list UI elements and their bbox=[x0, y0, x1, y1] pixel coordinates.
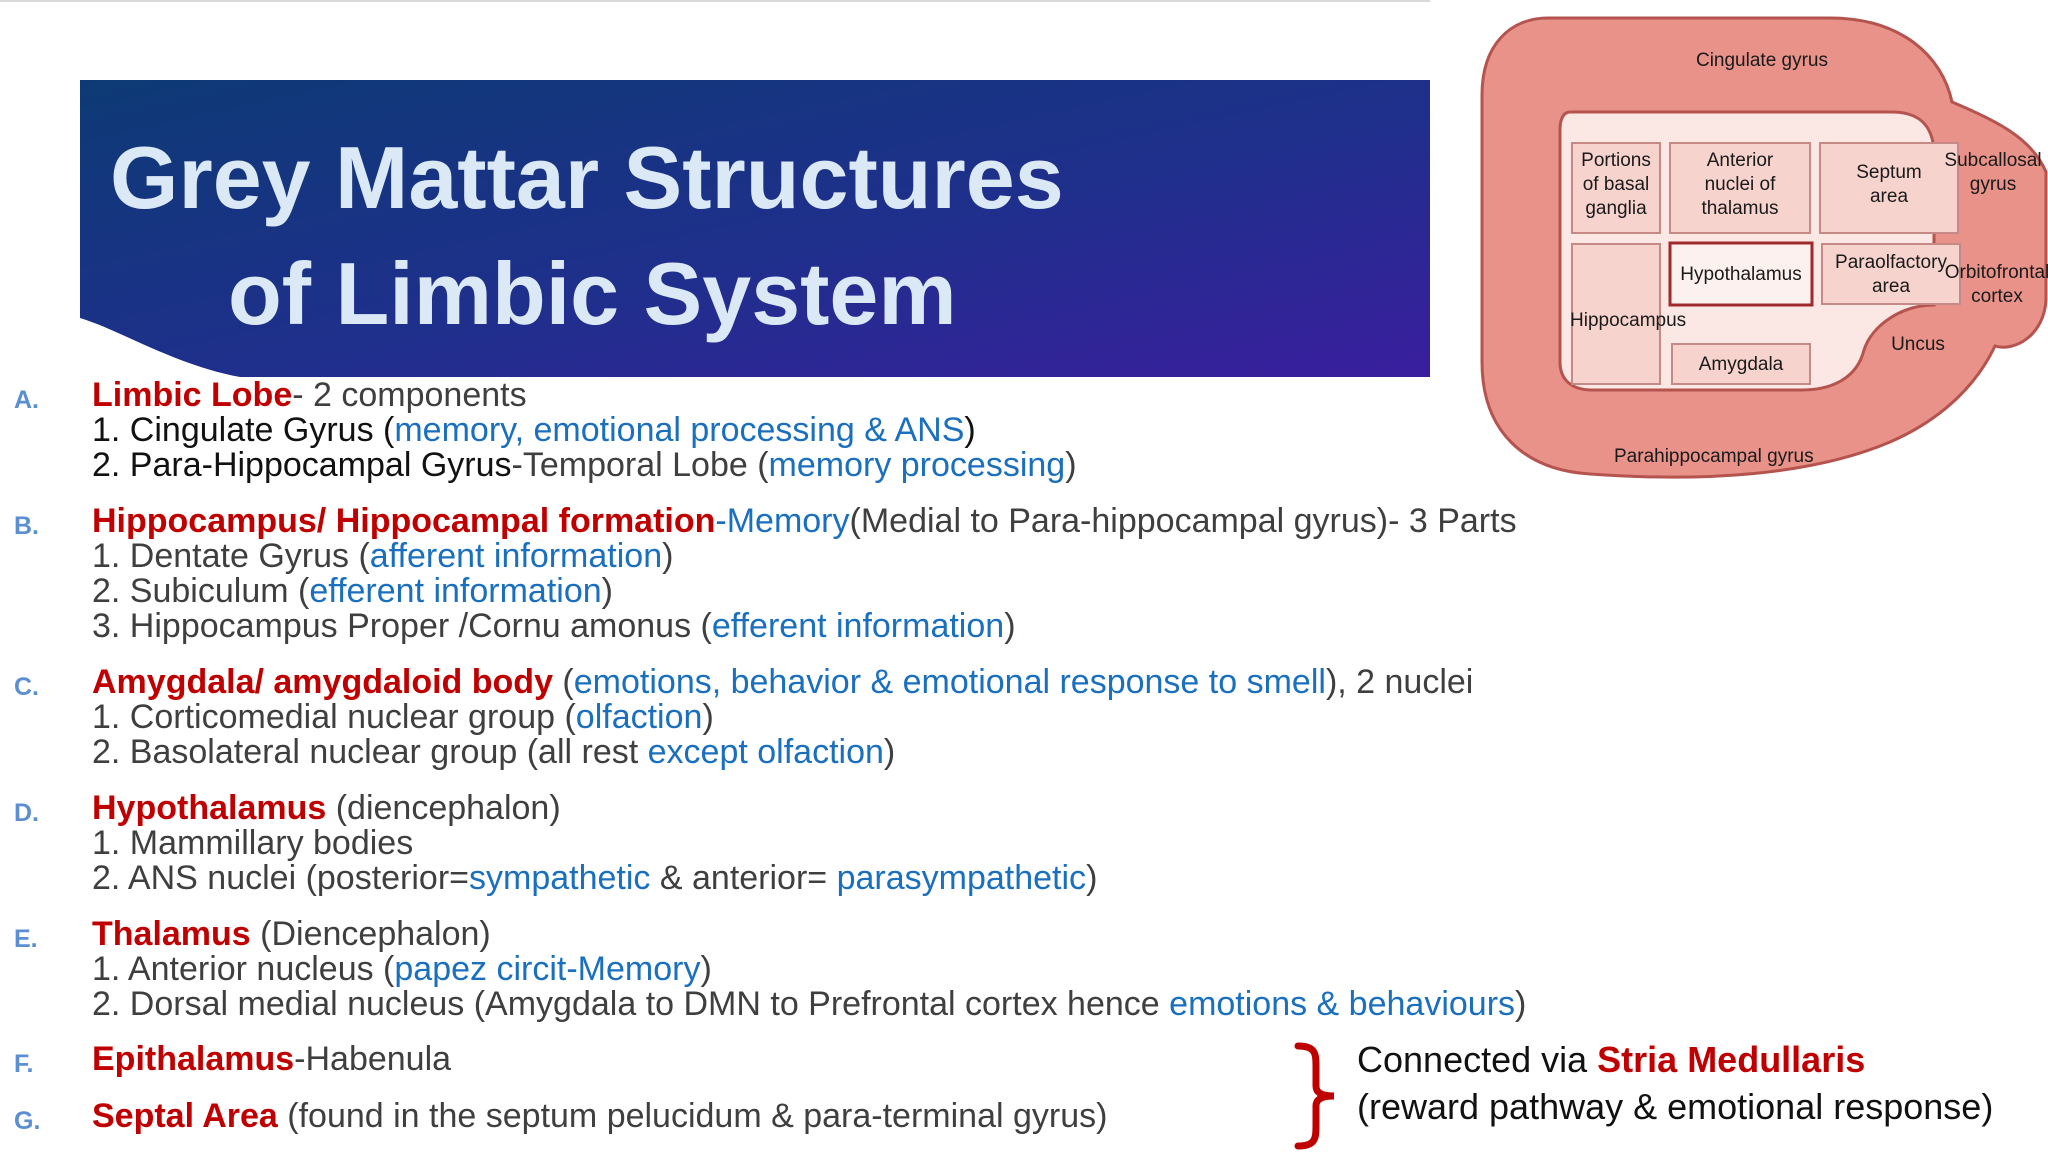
label-portions-1: Portions bbox=[1581, 150, 1651, 171]
item-line-highlight: sympathetic bbox=[469, 859, 651, 897]
connection-highlight: Stria Medullaris bbox=[1597, 1039, 1866, 1080]
item-line: 2. Dorsal medial nucleus (Amygdala to DM… bbox=[92, 985, 1170, 1023]
item-heading-rest: ), 2 nuclei bbox=[1325, 663, 1474, 701]
title-line-1: Grey Mattar Structures bbox=[110, 128, 1064, 227]
connection-text: (reward pathway & emotional response) bbox=[1357, 1086, 1994, 1127]
label-orbitofrontal-2: cortex bbox=[1971, 286, 2023, 307]
connection-note: Connected via Stria Medullaris (reward p… bbox=[1357, 1036, 1993, 1130]
item-heading-rest: (diencephalon) bbox=[326, 789, 561, 827]
item-letter: A. bbox=[14, 386, 39, 414]
item-line: ) bbox=[1004, 607, 1016, 645]
item-line: ) bbox=[1086, 859, 1098, 897]
item-heading-rest: (Medial to Para-hippocampal gyrus)- 3 Pa… bbox=[849, 502, 1517, 540]
limbic-diagram-svg: Cingulate gyrus Portions of basal gangli… bbox=[1430, 0, 2048, 505]
item-line-highlight: emotions & behaviours bbox=[1169, 985, 1516, 1023]
item-line: 1. Anterior nucleus ( bbox=[92, 950, 395, 988]
item-letter: D. bbox=[14, 799, 39, 827]
item-letter: C. bbox=[14, 673, 39, 701]
connection-text: Connected via bbox=[1357, 1039, 1598, 1080]
label-cingulate: Cingulate gyrus bbox=[1696, 50, 1828, 71]
label-parahippocampal: Parahippocampal gyrus bbox=[1614, 446, 1814, 467]
item-heading: Limbic Lobe bbox=[92, 376, 293, 414]
limbic-diagram: Cingulate gyrus Portions of basal gangli… bbox=[1430, 0, 2048, 505]
label-paraolfactory-1: Paraolfactory bbox=[1835, 252, 1947, 273]
item-line: ) bbox=[601, 572, 613, 610]
item-line: ) bbox=[964, 411, 976, 449]
item-line: 2. Basolateral nuclear group (all rest bbox=[92, 733, 648, 771]
label-portions-3: ganglia bbox=[1585, 198, 1647, 219]
item-line: ) bbox=[1515, 985, 1527, 1023]
item-heading-rest: -Habenula bbox=[294, 1040, 452, 1078]
item-heading: Septal Area bbox=[92, 1097, 278, 1135]
item-heading: Thalamus bbox=[92, 915, 251, 953]
title-line-2: of Limbic System bbox=[228, 244, 957, 343]
item-line-highlight: Memory bbox=[726, 502, 850, 540]
box-hippocampus bbox=[1571, 243, 1661, 385]
item-heading: Hippocampus/ Hippocampal formation bbox=[92, 502, 716, 540]
box-hypothalamus bbox=[1668, 241, 1814, 307]
item-line: 1. Mammillary bodies bbox=[92, 824, 414, 862]
top-divider bbox=[0, 0, 1430, 2]
item-line: 3. Hippocampus Proper /Cornu amonus ( bbox=[92, 607, 712, 645]
banner-shape bbox=[80, 80, 1430, 377]
item-heading-rest: ( bbox=[552, 663, 574, 701]
item-line: & anterior= bbox=[650, 859, 837, 897]
label-septum-1: Septum bbox=[1856, 162, 1921, 183]
item-heading-rest: - 2 components bbox=[292, 376, 527, 414]
title-banner: Grey Mattar Structures of Limbic System bbox=[80, 80, 1430, 380]
label-hippocampus: Hippocampus bbox=[1570, 310, 1686, 331]
item-line-highlight: papez circit-Memory bbox=[394, 950, 701, 988]
box-portions bbox=[1571, 142, 1661, 234]
label-subcallosal-1: Subcallosal bbox=[1944, 150, 2041, 171]
item-line: -Temporal Lobe ( bbox=[511, 446, 769, 484]
item-line: ) bbox=[702, 698, 714, 736]
item-line: 2. ANS nuclei (posterior= bbox=[92, 859, 470, 897]
item-letter: G. bbox=[14, 1107, 41, 1135]
label-paraolfactory-2: area bbox=[1872, 276, 1910, 297]
label-anterior-3: thalamus bbox=[1701, 198, 1778, 219]
item-line: ) bbox=[662, 537, 674, 575]
label-hypothalamus: Hypothalamus bbox=[1680, 264, 1801, 285]
box-septum bbox=[1819, 142, 1959, 234]
item-line-highlight: olfaction bbox=[575, 698, 703, 736]
box-paraolfactory bbox=[1821, 243, 1961, 305]
label-anterior-1: Anterior bbox=[1707, 150, 1774, 171]
label-anterior-2: nuclei of bbox=[1705, 174, 1776, 195]
item-line-highlight: afferent information bbox=[369, 537, 663, 575]
label-subcallosal-2: gyrus bbox=[1970, 174, 2016, 195]
item-line-highlight: memory, emotional processing & ANS bbox=[394, 411, 965, 449]
item-letter: E. bbox=[14, 925, 38, 953]
box-anterior bbox=[1669, 142, 1811, 234]
item-line-highlight: parasympathetic bbox=[836, 859, 1087, 897]
item-heading: Epithalamus bbox=[92, 1040, 295, 1078]
item-line: ) bbox=[700, 950, 712, 988]
item-line: ) bbox=[883, 733, 896, 771]
item-line: 1. Cingulate Gyrus ( bbox=[92, 411, 395, 449]
item-line: 2. Subiculum ( bbox=[92, 572, 310, 610]
item-line: 2. Para-Hippocampal Gyrus bbox=[92, 446, 512, 484]
item-heading: Amygdala/ amygdaloid body bbox=[92, 663, 553, 701]
item-line-highlight: memory processing bbox=[768, 446, 1066, 484]
item-line-highlight: efferent information bbox=[309, 572, 602, 610]
label-orbitofrontal-1: Orbitofrontal bbox=[1945, 262, 2048, 283]
item-line: 1. Corticomedial nuclear group ( bbox=[92, 698, 576, 736]
item-line-highlight: efferent information bbox=[711, 607, 1005, 645]
curly-brace-icon bbox=[1294, 1042, 1335, 1150]
item-heading-rest: (Diencephalon) bbox=[250, 915, 491, 953]
item-line: ) bbox=[1065, 446, 1077, 484]
item-letter: F. bbox=[14, 1050, 34, 1078]
label-portions-2: of basal bbox=[1583, 174, 1650, 195]
item-line: 1. Dentate Gyrus ( bbox=[92, 537, 370, 575]
item-heading-dash: - bbox=[715, 502, 727, 540]
item-line-highlight: except olfaction bbox=[647, 733, 884, 771]
label-uncus: Uncus bbox=[1891, 334, 1945, 355]
label-septum-2: area bbox=[1870, 186, 1908, 207]
label-amygdala: Amygdala bbox=[1699, 354, 1784, 375]
item-letter: B. bbox=[14, 512, 39, 540]
item-heading: Hypothalamus bbox=[92, 789, 327, 827]
item-heading-rest: (found in the septum pelucidum & para-te… bbox=[277, 1097, 1108, 1135]
item-line-highlight: emotions, behavior & emotional response … bbox=[573, 663, 1326, 701]
page-title: Grey Mattar Structures of Limbic System bbox=[80, 120, 1220, 352]
box-amygdala bbox=[1671, 343, 1811, 385]
